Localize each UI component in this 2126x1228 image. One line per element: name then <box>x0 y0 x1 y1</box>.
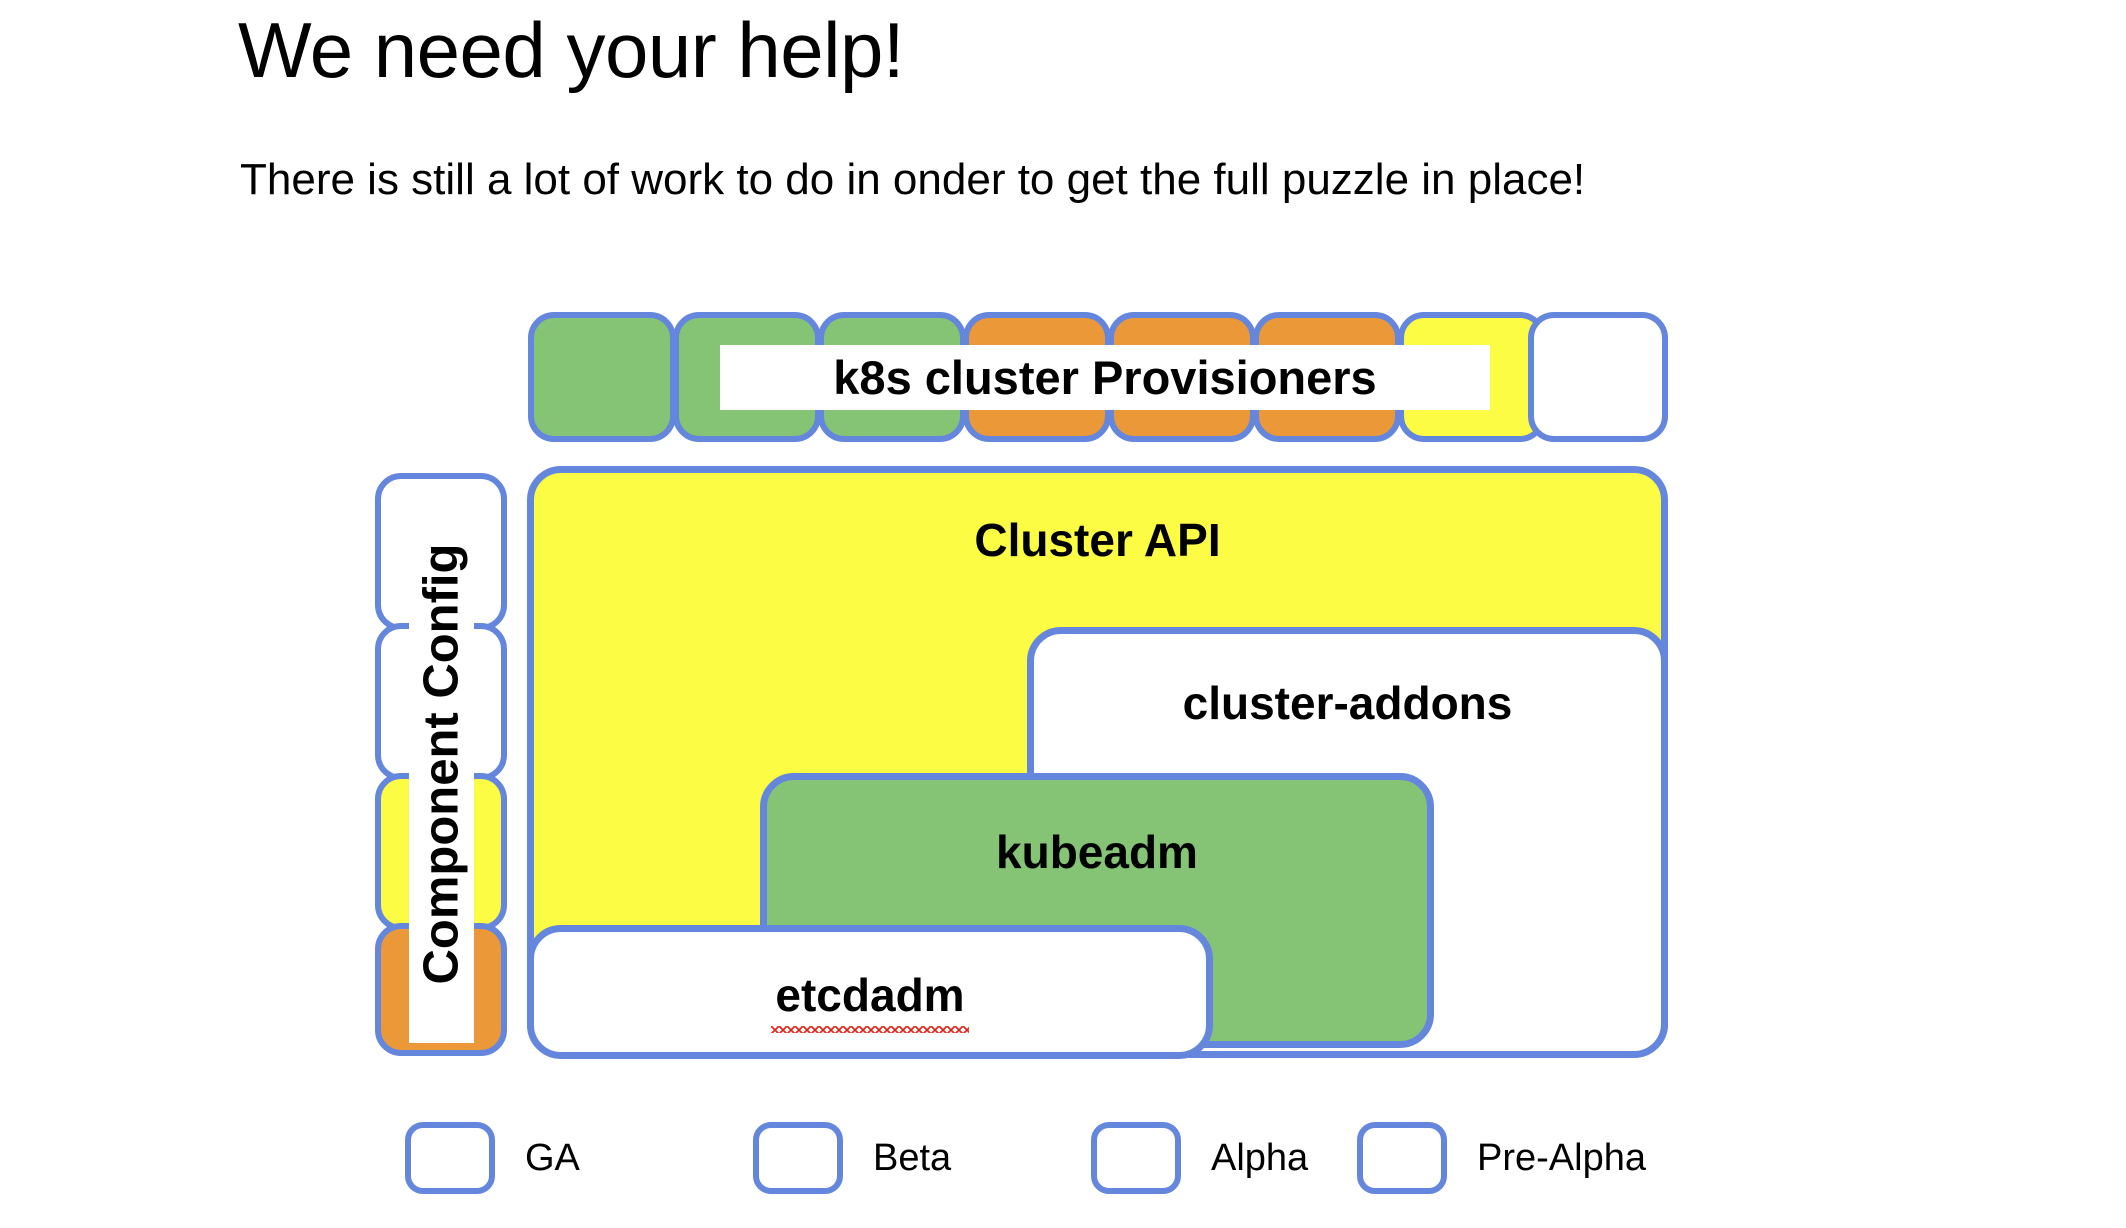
legend-swatch-alpha <box>1091 1122 1181 1194</box>
box-kubeadm-label: kubeadm <box>996 826 1198 878</box>
box-etcdadm[interactable]: etcdadm <box>527 925 1213 1059</box>
box-cluster-api-label: Cluster API <box>974 514 1221 566</box>
status-legend: GA Beta Alpha Pre-Alpha <box>405 1122 1695 1194</box>
legend-item-alpha: Alpha <box>1091 1122 1308 1194</box>
component-config-label: Component Config <box>409 485 474 1043</box>
provisioner-chip[interactable] <box>1528 312 1668 442</box>
box-etcdadm-label: etcdadm <box>534 968 1206 1033</box>
legend-item-beta: Beta <box>753 1122 951 1194</box>
page-title: We need your help! <box>238 6 905 94</box>
provisioners-strip: k8s cluster Provisioners <box>528 312 1668 442</box>
provisioner-chip[interactable] <box>528 312 676 442</box>
legend-item-ga: GA <box>405 1122 580 1194</box>
legend-label-ga: GA <box>525 1136 580 1179</box>
provisioners-label: k8s cluster Provisioners <box>720 345 1490 410</box>
legend-label-beta: Beta <box>873 1136 952 1179</box>
page-subtitle: There is still a lot of work to do in on… <box>240 155 1586 204</box>
legend-item-pre-alpha: Pre-Alpha <box>1357 1122 1646 1194</box>
box-cluster-addons-label: cluster-addons <box>1182 677 1513 729</box>
legend-swatch-pre-alpha <box>1357 1122 1447 1194</box>
legend-swatch-ga <box>405 1122 495 1194</box>
legend-label-alpha: Alpha <box>1211 1136 1309 1179</box>
component-config-column: Component Config <box>375 473 507 1056</box>
legend-swatch-beta <box>753 1122 843 1194</box>
legend-label-pre-alpha: Pre-Alpha <box>1477 1136 1646 1179</box>
component-config-label-text: Component Config <box>414 543 469 985</box>
spellcheck-underline: etcdadm <box>771 968 969 1033</box>
